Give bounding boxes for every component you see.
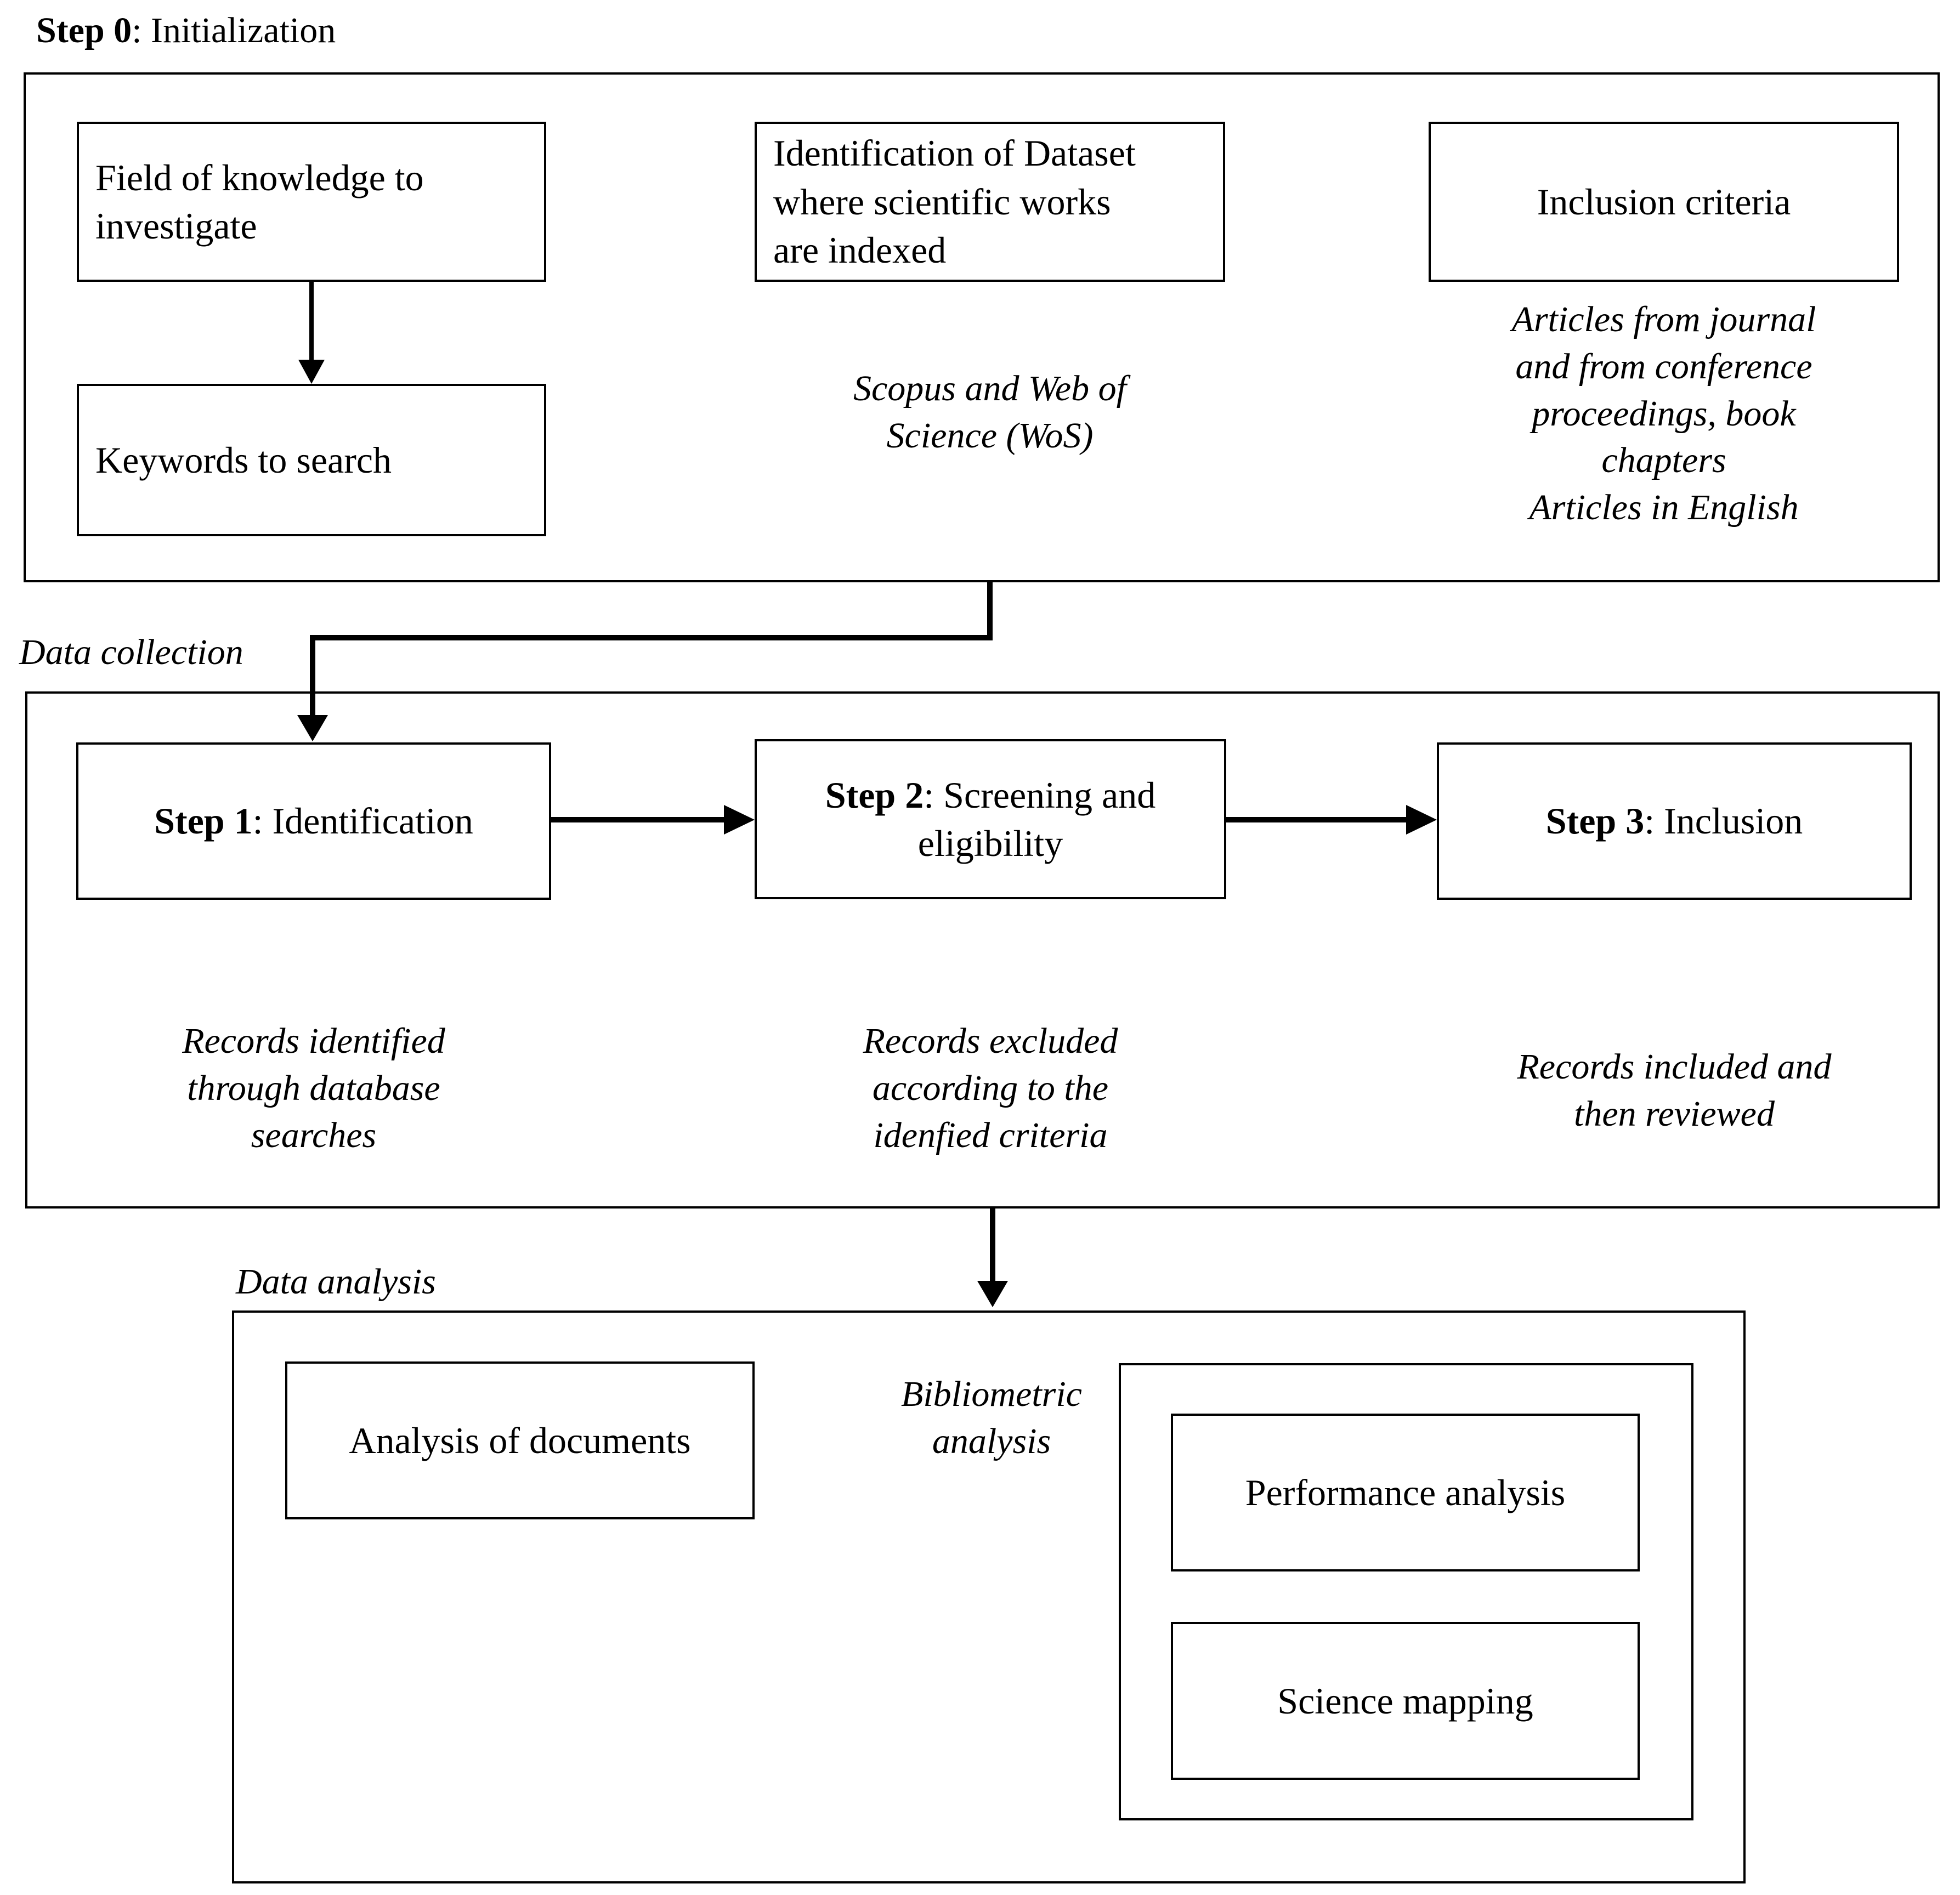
scopus-wos-note: Scopus and Web of Science (WoS): [853, 368, 1127, 456]
step1-label: Step 1: Identification: [154, 797, 473, 845]
data-analysis-label: Data analysis: [236, 1262, 436, 1302]
science-mapping-label: Science mapping: [1277, 1680, 1533, 1722]
step2-screening-box: Step 2: Screening and eligibility: [755, 739, 1226, 899]
data-analysis-section-box: [232, 1310, 1746, 1883]
step1-label-bold: Step 1: [154, 800, 253, 842]
step2-label-bold: Step 2: [825, 774, 924, 816]
field-to-keywords-connector-line: [309, 282, 314, 362]
bibliometric-analysis-label: Bibliometric analysis: [901, 1374, 1082, 1461]
inclusion-criteria-label: Inclusion criteria: [1537, 180, 1791, 223]
step1-to-step2-connector-line: [551, 817, 725, 822]
step0-elbow-connector-line: [310, 635, 993, 640]
dataset-identification-label: Identification of Dataset where scientif…: [773, 132, 1136, 271]
records-identified-note: Records identified through database sear…: [182, 1021, 445, 1155]
step1-to-step2-arrowhead-icon: [724, 805, 755, 835]
keywords-label: Keywords to search: [95, 439, 392, 481]
step0-exit-connector-line: [987, 582, 993, 640]
records-included-note: Records included and then reviewed: [1517, 1047, 1832, 1134]
field-of-knowledge-box: Field of knowledge to investigate: [77, 122, 546, 282]
step2-label-rest: : Screening and eligibility: [917, 774, 1156, 864]
performance-analysis-label: Performance analysis: [1245, 1471, 1566, 1513]
bibliometric-group-box: [1119, 1363, 1693, 1820]
step3-inclusion-box: Step 3: Inclusion: [1437, 742, 1912, 900]
data-collection-section-box: [25, 691, 1940, 1209]
analysis-of-documents-label: Analysis of documents: [349, 1419, 691, 1461]
step2-label: Step 2: Screening and eligibility: [825, 771, 1155, 868]
step1-label-rest: : Identification: [252, 800, 473, 842]
data-collection-label: Data collection: [19, 632, 243, 672]
science-mapping-box: Science mapping: [1171, 1622, 1640, 1780]
analysis-of-documents-box: Analysis of documents: [285, 1361, 755, 1519]
step1-identification-box: Step 1: Identification: [76, 742, 551, 900]
field-of-knowledge-label: Field of knowledge to investigate: [95, 156, 424, 247]
performance-analysis-box: Performance analysis: [1171, 1414, 1640, 1571]
inclusion-criteria-box: Inclusion criteria: [1429, 122, 1899, 282]
keywords-box: Keywords to search: [77, 384, 546, 536]
step0-heading-rest: : Initialization: [132, 10, 336, 50]
step3-label-bold: Step 3: [1545, 800, 1645, 842]
step0-heading: Step 0: Initialization: [36, 9, 336, 52]
records-excluded-note: Records excluded according to the idenfi…: [863, 1021, 1118, 1155]
step1-entry-connector-line: [310, 635, 315, 716]
step2-to-step3-arrowhead-icon: [1406, 805, 1437, 835]
step3-label: Step 3: Inclusion: [1546, 797, 1803, 845]
collection-to-analysis-arrowhead-icon: [977, 1281, 1008, 1307]
collection-to-analysis-connector-line: [990, 1209, 995, 1282]
step3-label-rest: : Inclusion: [1644, 800, 1803, 842]
dataset-identification-box: Identification of Dataset where scientif…: [755, 122, 1225, 282]
inclusion-criteria-note: Articles from journal and from conferenc…: [1511, 299, 1816, 528]
step1-entry-arrowhead-icon: [297, 715, 328, 741]
initialization-section-box: [24, 72, 1940, 582]
step2-to-step3-connector-line: [1226, 817, 1407, 822]
step0-heading-bold: Step 0: [36, 10, 132, 50]
field-to-keywords-arrowhead-icon: [298, 360, 325, 384]
